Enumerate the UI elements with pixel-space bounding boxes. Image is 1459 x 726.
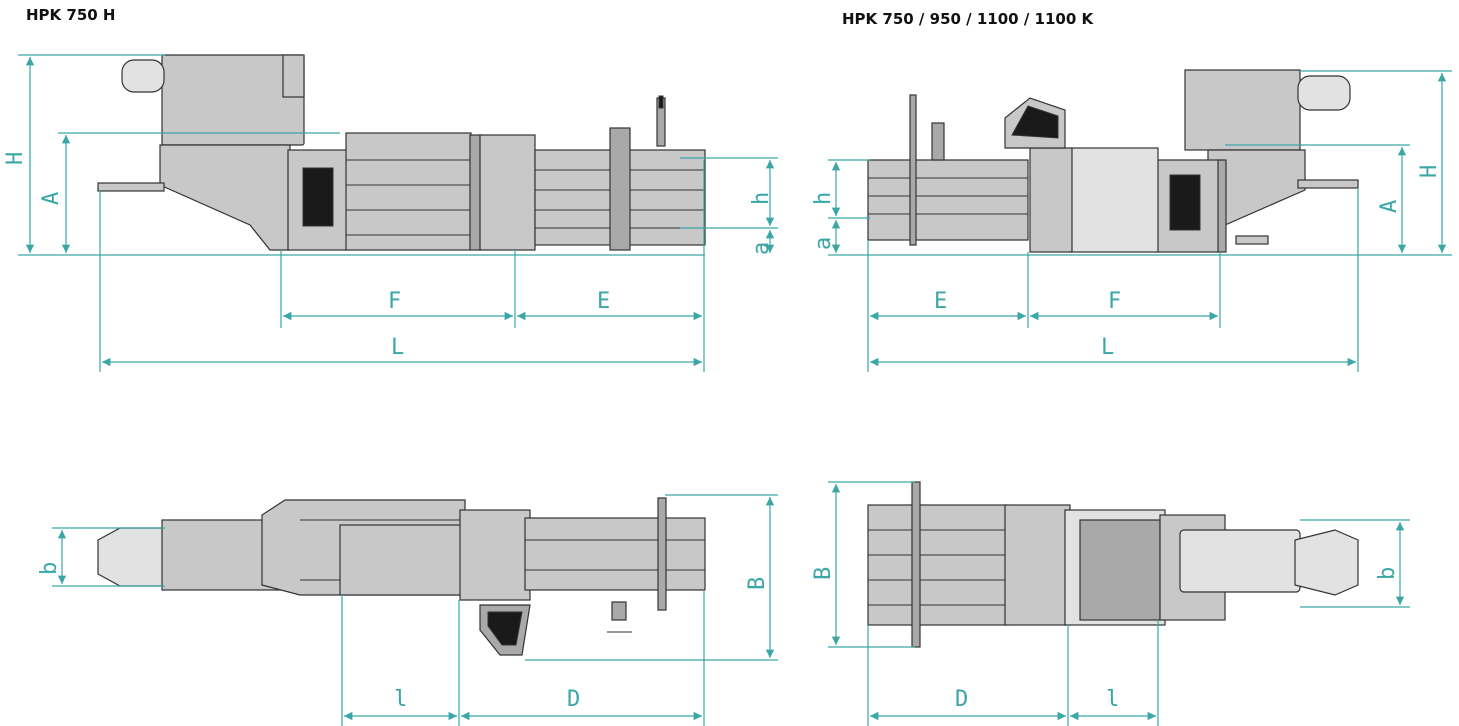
top-view-hpk-750-h: b B l D xyxy=(37,494,778,726)
dim-label-L-right: L xyxy=(1101,335,1114,360)
dim-label-l-left: l xyxy=(394,687,407,712)
dim-label-a-right: a xyxy=(811,237,836,250)
dim-label-h-right: h xyxy=(811,192,836,205)
title-left: HPK 750 H xyxy=(26,6,116,24)
dim-label-E-right: E xyxy=(934,289,947,314)
dim-label-D-left: D xyxy=(567,687,580,712)
dim-label-h: h xyxy=(749,192,774,205)
dim-label-A-right: A xyxy=(1377,200,1402,213)
dim-label-L-left: L xyxy=(391,335,404,360)
dim-label-F-right: F xyxy=(1108,289,1121,314)
dim-label-A: A xyxy=(39,192,64,205)
dim-label-F-left: F xyxy=(388,289,401,314)
dim-label-b-left: b xyxy=(37,562,62,575)
dim-label-E-left: E xyxy=(597,289,610,314)
dim-label-b-right: b xyxy=(1375,567,1400,580)
dim-label-B-right: B xyxy=(811,567,836,580)
top-view-hpk-750-950-1100: B b D l xyxy=(811,481,1410,726)
side-view-hpk-750-950-1100: H A h a E F L xyxy=(811,69,1452,372)
title-right: HPK 750 / 950 / 1100 / 1100 K xyxy=(842,10,1094,28)
dim-label-B-left: B xyxy=(745,577,770,590)
dim-label-l-right: l xyxy=(1106,687,1119,712)
side-view-hpk-750-h: H A h a F E L xyxy=(3,54,778,372)
dim-label-H: H xyxy=(3,152,28,165)
dim-label-H-right: H xyxy=(1417,165,1442,178)
dim-label-a: a xyxy=(749,242,774,255)
dim-label-D-right: D xyxy=(955,687,968,712)
